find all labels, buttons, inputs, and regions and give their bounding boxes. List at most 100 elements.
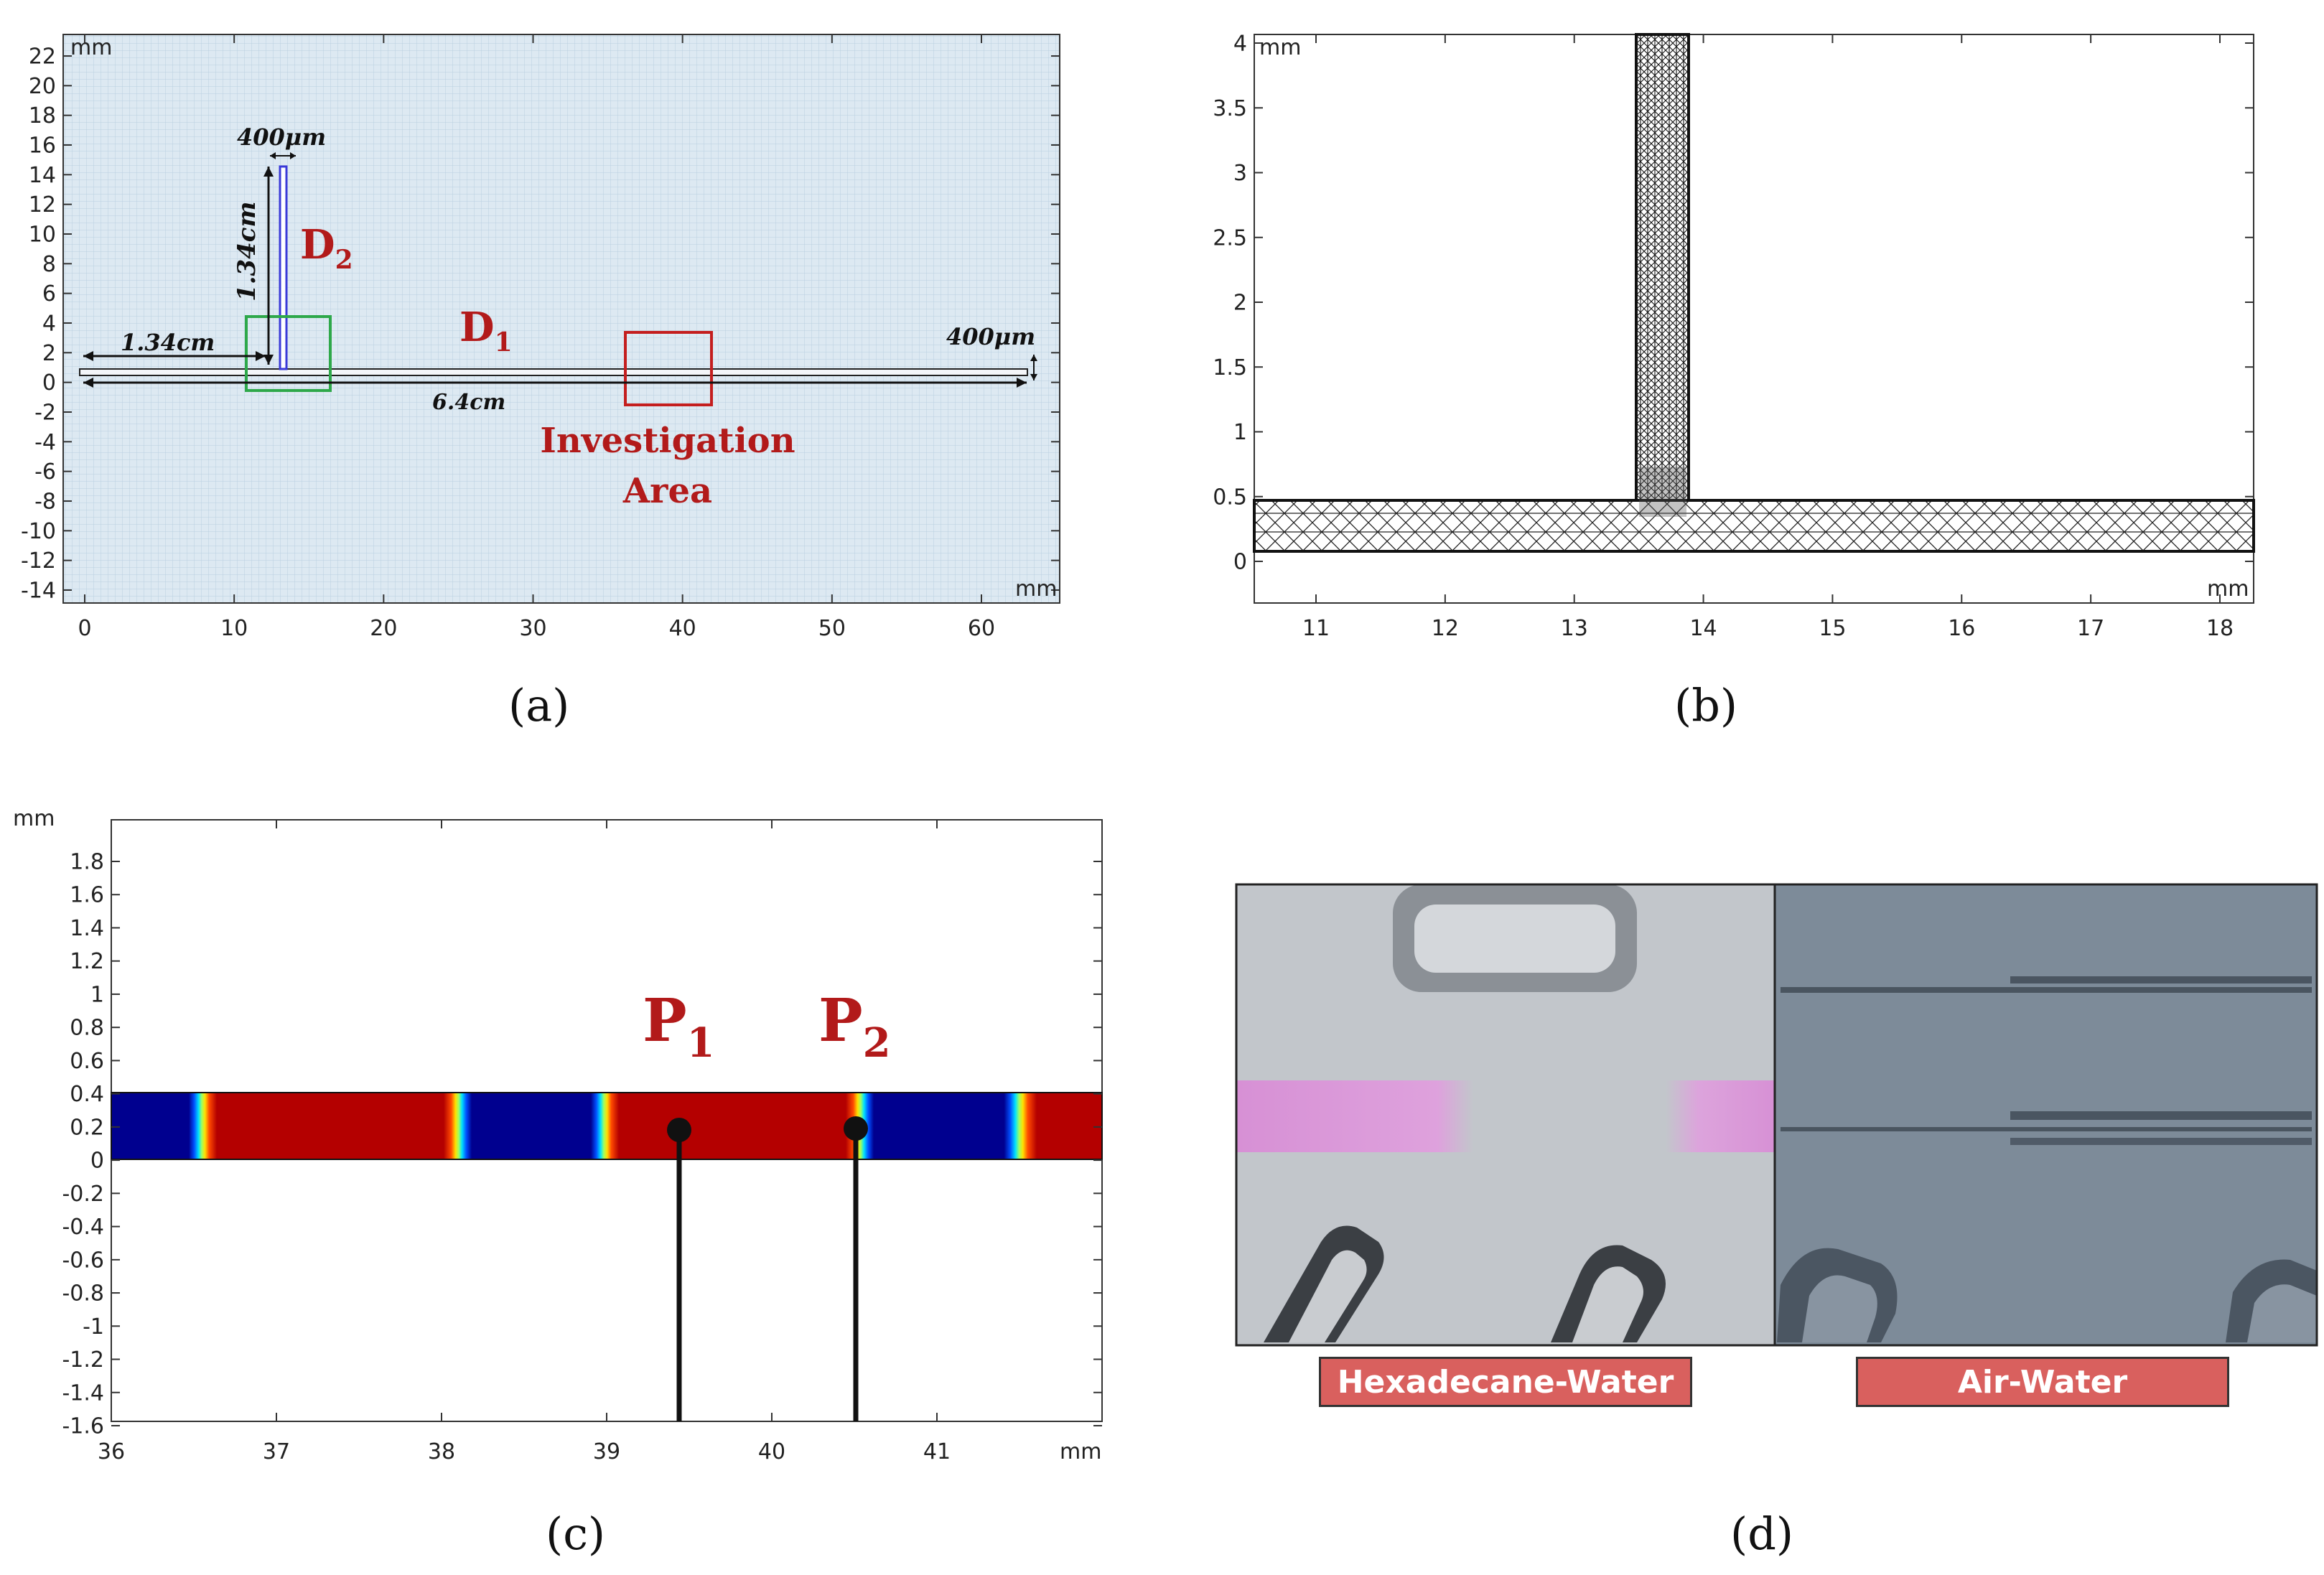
y-tick-label: 2 [42, 341, 56, 366]
caption-a: (a) [508, 679, 570, 732]
y-tick-label: -0.4 [62, 1215, 104, 1240]
x-tick-label: 11 [1302, 616, 1330, 641]
caption-b: (b) [1674, 679, 1738, 732]
y-tick-label: -4 [34, 430, 56, 455]
probe-p2 [844, 1116, 868, 1421]
phase-field-strip [111, 1092, 1103, 1160]
investigation-label-line1: Investigation [540, 421, 795, 461]
y-tick-label: -10 [21, 519, 56, 544]
y-tick-label: 1.4 [70, 916, 104, 941]
mesh-inlet-channel [1635, 33, 1690, 502]
y-tick-label: 18 [29, 103, 56, 128]
x-tick-label: 38 [428, 1439, 455, 1464]
x-tick-label: 30 [519, 616, 546, 641]
y-tick-label: 4 [1233, 32, 1247, 57]
dim-400-right: 400μm [946, 323, 1035, 350]
x-tick-label: 50 [818, 616, 846, 641]
photo-air-water [1775, 884, 2317, 1345]
y-tick-label: 1.5 [1213, 355, 1247, 380]
y-tick-label: -0.8 [62, 1281, 104, 1307]
x-tick-label: 20 [370, 616, 397, 641]
x-tick-label: 14 [1689, 616, 1717, 641]
label-p2: P2 [818, 986, 891, 1067]
y-tick-label: 1 [1233, 420, 1247, 445]
y-tick-label: -1 [83, 1314, 104, 1340]
x-tick-label: 40 [758, 1439, 785, 1464]
label-d1: D1 [459, 304, 513, 357]
panel-c-unit-top: mm [13, 806, 55, 831]
y-tick-label: 20 [29, 74, 56, 99]
y-tick-label: 22 [29, 45, 56, 70]
dim-134-vertical: 1.34cm [233, 202, 261, 302]
y-tick-label: 0 [90, 1149, 104, 1174]
y-tick-label: 3 [1233, 161, 1247, 186]
y-tick-label: -0.2 [62, 1182, 104, 1207]
probe-p1 [667, 1118, 691, 1421]
panel-d-photos [1235, 883, 2318, 1347]
y-tick-label: 0 [1233, 550, 1247, 575]
x-tick-label: 39 [593, 1439, 620, 1464]
y-tick-label: -6 [34, 459, 56, 485]
panel-a-unit-bottom: mm [1015, 576, 1057, 602]
investigation-label-line2: Area [622, 471, 712, 511]
label-air-water: Air-Water [1856, 1357, 2229, 1407]
y-tick-label: 4 [42, 312, 56, 337]
x-tick-label: 40 [669, 616, 696, 641]
y-tick-label: 0.6 [70, 1049, 104, 1074]
y-tick-label: -14 [21, 579, 56, 604]
y-tick-label: -8 [34, 490, 56, 515]
y-tick-label: 1.8 [70, 850, 104, 875]
y-tick-label: 1.6 [70, 883, 104, 908]
caption-d: (d) [1730, 1508, 1794, 1560]
panel-b-unit-top: mm [1259, 35, 1301, 60]
y-tick-label: 0 [42, 370, 56, 396]
label-d2: D2 [300, 221, 353, 275]
x-tick-label: 0 [78, 616, 91, 641]
x-tick-label: 60 [968, 616, 995, 641]
y-tick-label: -2 [34, 401, 56, 426]
y-tick-label: -1.6 [62, 1414, 104, 1439]
mesh-main-channel [1253, 499, 2255, 553]
x-tick-label: 13 [1561, 616, 1588, 641]
panel-c-y-axis: 1.81.61.41.210.80.60.40.20-0.2-0.4-0.6-0… [62, 850, 1102, 1439]
y-tick-label: -1.4 [62, 1380, 104, 1406]
y-tick-label: -12 [21, 548, 56, 574]
caption-c: (c) [546, 1508, 606, 1560]
photo-hexadecane-water [1236, 884, 1775, 1345]
panel-a-unit-top: mm [70, 35, 112, 60]
main-channel [79, 368, 1028, 376]
y-tick-label: 14 [29, 163, 56, 188]
investigation-box [624, 331, 713, 406]
y-tick-label: 6 [42, 281, 56, 307]
dim-6-4cm: 6.4cm [432, 390, 505, 415]
label-p1: P1 [643, 986, 715, 1067]
y-tick-label: 12 [29, 192, 56, 218]
panel-a-x-axis: 0 10 20 30 40 50 60 [78, 34, 995, 641]
x-tick-label: 15 [1819, 616, 1846, 641]
y-tick-label: 0.5 [1213, 485, 1247, 510]
x-tick-label: 36 [98, 1439, 125, 1464]
junction-box [245, 315, 332, 392]
x-tick-label: 41 [923, 1439, 951, 1464]
panel-b-y-axis: 43.532.521.510.50 [1213, 32, 2254, 575]
y-tick-label: 3.5 [1213, 96, 1247, 121]
dim-400-top: 400μm [237, 123, 326, 151]
panel-b-unit-bottom: mm [2207, 576, 2249, 602]
inlet-channel [279, 165, 288, 370]
y-tick-label: 0.2 [70, 1115, 104, 1140]
x-tick-label: 16 [1948, 616, 1975, 641]
panel-c-simulation: 1.81.61.41.210.80.60.40.20-0.2-0.4-0.6-0… [13, 806, 1103, 1464]
panel-a-plot-area [62, 34, 1060, 604]
x-tick-label: 18 [2206, 616, 2234, 641]
y-tick-label: 0.4 [70, 1082, 104, 1107]
x-tick-label: 10 [220, 616, 248, 641]
y-tick-label: 2.5 [1213, 225, 1247, 251]
y-tick-label: 0.8 [70, 1016, 104, 1041]
label-hexadecane-water: Hexadecane-Water [1319, 1357, 1692, 1407]
y-tick-label: 10 [29, 223, 56, 248]
